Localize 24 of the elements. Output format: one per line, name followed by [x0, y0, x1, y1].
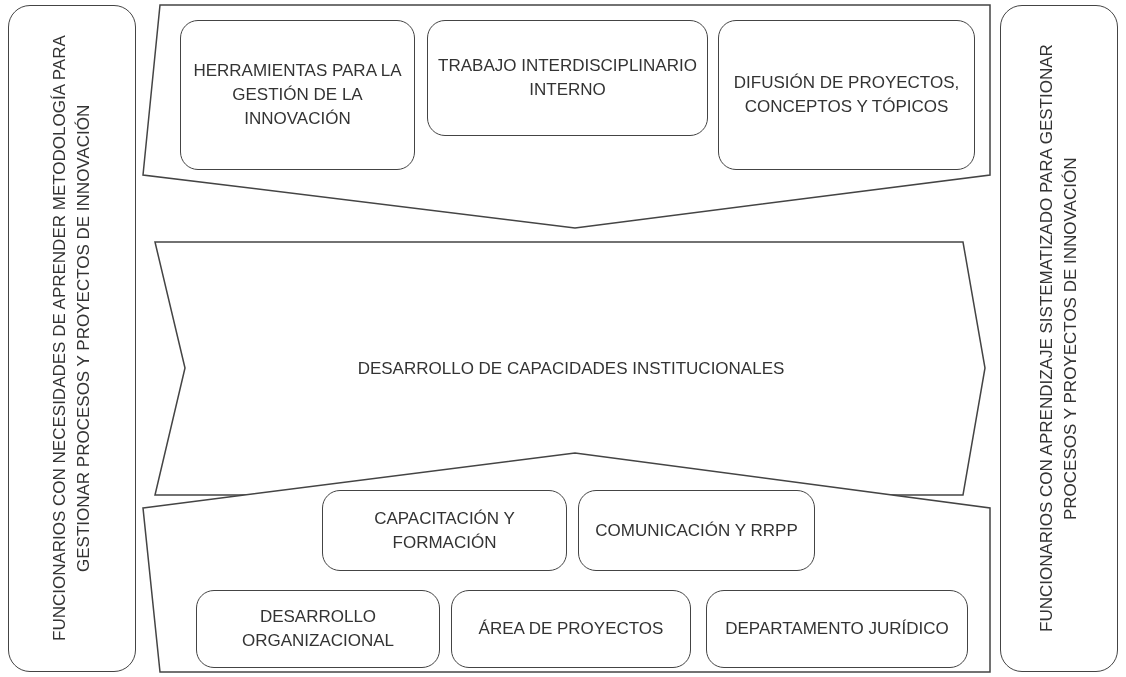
box-text: DIFUSIÓN DE PROYECTOS, CONCEPTOS Y TÓPICOS — [732, 72, 961, 118]
arrow-shape — [143, 453, 991, 673]
rounded-box — [718, 20, 975, 170]
box-text: COMUNICACIÓN Y RRPP — [595, 519, 798, 542]
box-text: ÁREA DE PROYECTOS — [478, 618, 664, 640]
rounded-box — [322, 490, 567, 571]
box-text: DESARROLLO DE CAPACIDADES INSTITUCIONALES — [357, 358, 785, 380]
box-text: DEPARTAMENTO JURÍDICO — [725, 618, 949, 640]
box-text: DESARROLLO ORGANIZACIONAL — [240, 606, 396, 652]
box-text: CAPACITACIÓN Y FORMACIÓN — [373, 507, 516, 554]
box-text: HERRAMIENTAS PARA LA GESTIÓN DE LA INNOVACIÓN — [192, 60, 403, 130]
rounded-box — [578, 490, 815, 571]
box-text: TRABAJO INTERDISCIPLINARIO INTERNO — [438, 55, 697, 101]
rounded-box — [180, 20, 415, 170]
box-text: FUNCIONARIOS CON APRENDIZAJE SISTEMATIZADO PARA GESTIONAR PROCESOS Y PROYECTOS DE INNOVACIÓN — [1036, 43, 1081, 635]
rounded-box — [427, 20, 708, 136]
rounded-box — [196, 590, 440, 668]
rounded-box — [1000, 5, 1118, 672]
arrow-shape — [143, 5, 991, 230]
box-text: FUNCIONARIOS CON NECESIDADES DE APRENDER METODOLOGÍA PARA GESTIONAR PROCESOS Y PROYECTOS DE INNOVACIÓN — [49, 34, 94, 644]
rounded-box — [451, 590, 691, 668]
chevron-arrow — [155, 242, 987, 496]
rounded-box — [706, 590, 968, 668]
rounded-box — [8, 5, 136, 672]
